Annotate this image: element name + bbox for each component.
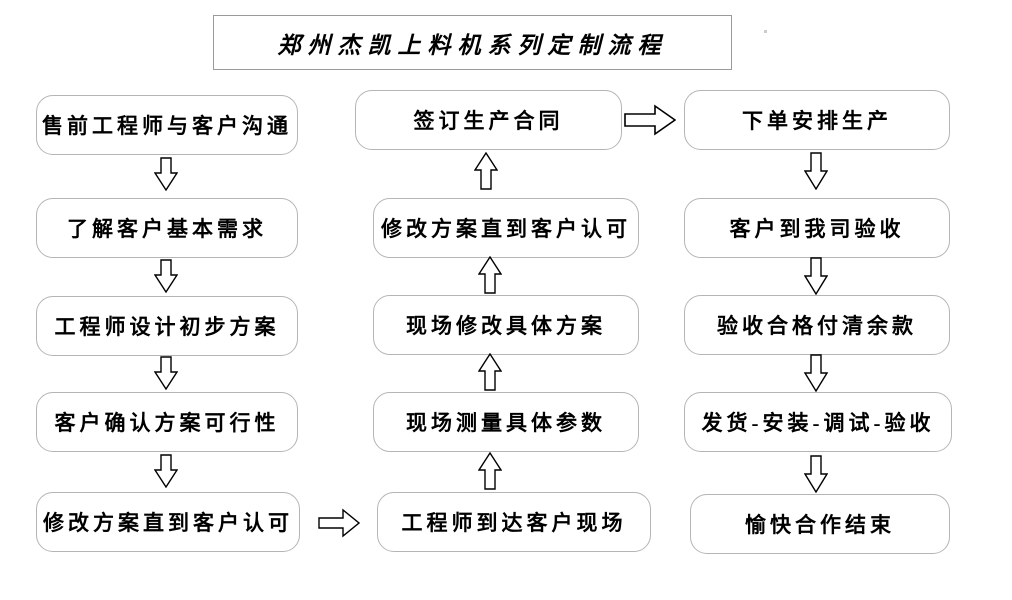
flow-node-left-5: 修改方案直到客户认可 (36, 492, 300, 552)
flow-node-right-1: 下单安排生产 (684, 90, 950, 150)
flow-node-middle-4: 现场测量具体参数 (373, 392, 639, 452)
down-arrow-icon (804, 257, 828, 295)
flow-node-left-3: 工程师设计初步方案 (36, 296, 298, 356)
flow-node-left-1: 售前工程师与客户沟通 (36, 95, 298, 155)
flow-node-left-4: 客户确认方案可行性 (36, 392, 298, 452)
up-arrow-icon (474, 152, 498, 190)
down-arrow-icon (154, 356, 178, 390)
down-arrow-icon (154, 259, 178, 293)
down-arrow-icon (804, 455, 828, 493)
up-arrow-icon (478, 256, 502, 294)
flow-node-right-5: 愉快合作结束 (690, 494, 950, 554)
stray-dot (764, 30, 767, 33)
down-arrow-icon (804, 354, 828, 392)
flow-node-right-2: 客户到我司验收 (684, 198, 950, 258)
right-arrow-icon (624, 104, 676, 136)
flow-node-right-4: 发货-安装-调试-验收 (684, 392, 952, 452)
flow-node-left-2: 了解客户基本需求 (36, 198, 298, 258)
down-arrow-icon (154, 454, 178, 488)
up-arrow-icon (478, 353, 502, 391)
down-arrow-icon (154, 157, 178, 191)
flowchart-title: 郑州杰凯上料机系列定制流程 (213, 15, 732, 70)
flow-node-middle-3: 现场修改具体方案 (373, 295, 639, 355)
right-arrow-icon (318, 508, 360, 538)
flow-node-middle-5: 工程师到达客户现场 (377, 492, 651, 552)
flow-node-middle-1: 签订生产合同 (355, 90, 622, 150)
up-arrow-icon (478, 452, 502, 490)
flow-node-middle-2: 修改方案直到客户认可 (373, 198, 639, 258)
flow-node-right-3: 验收合格付清余款 (684, 295, 950, 355)
down-arrow-icon (804, 152, 828, 190)
